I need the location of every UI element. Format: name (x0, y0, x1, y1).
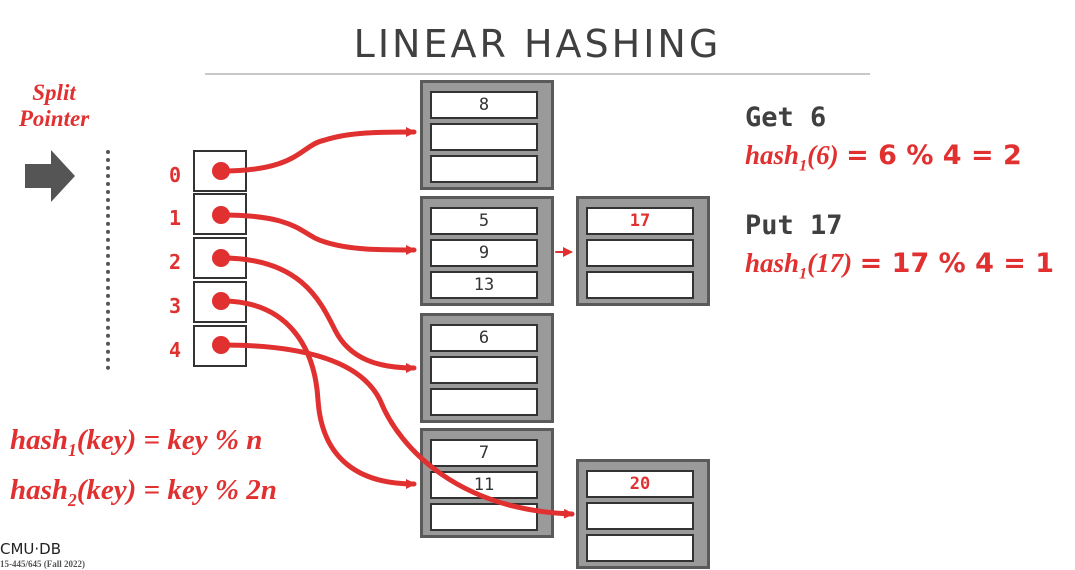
bucket-cell: 8 (430, 91, 538, 119)
split-pointer-label-line2: Pointer (18, 106, 90, 131)
op-expression-put: hash1(17) = 17 % 4 = 1 (745, 248, 1054, 283)
fn-arg: (6) (807, 140, 839, 170)
op-command-get: Get 6 (745, 102, 827, 133)
bucket-cell (586, 502, 694, 530)
page-title: LINEAR HASHING (353, 22, 722, 66)
overflow-bucket-20: 20 (576, 459, 710, 569)
bucket-cell: 9 (430, 239, 538, 267)
fn-arg: (17) (807, 248, 853, 278)
bucket-cell: 17 (586, 207, 694, 235)
bucket-cell (586, 239, 694, 267)
arrow-slot-2 (219, 255, 417, 373)
fn-sub: 1 (799, 264, 808, 283)
bucket-cell (430, 388, 538, 416)
formula-name: hash (10, 474, 69, 506)
split-pointer-arrow-icon (25, 150, 75, 202)
fn-name: hash (745, 248, 800, 278)
formula-hash1: hash1(key) = key % n (10, 424, 262, 461)
overflow-bucket-17: 17 (576, 196, 710, 306)
formula-rest: (key) = key % n (76, 424, 263, 456)
title-divider (205, 73, 870, 75)
arrow-slot-3 (219, 298, 417, 489)
fn-name: hash (745, 140, 800, 170)
bucket-cell: 5 (430, 207, 538, 235)
bucket-2: 6 (420, 313, 554, 423)
slot-index-4: 4 (168, 338, 182, 362)
bucket-cell (430, 155, 538, 183)
arrow-slot-0 (219, 127, 417, 174)
fn-sub: 1 (799, 156, 808, 175)
bucket-cell (430, 356, 538, 384)
op-expression-get: hash1(6) = 6 % 4 = 2 (745, 140, 1022, 175)
fn-rhs: = 17 % 4 = 1 (859, 248, 1055, 279)
slot-index-3: 3 (168, 294, 182, 318)
formula-hash2: hash2(key) = key % 2n (10, 474, 277, 511)
slot-index-2: 2 (168, 250, 182, 274)
split-pointer-label: Split Pointer (8, 80, 100, 132)
formula-rest: (key) = key % 2n (76, 474, 277, 506)
bucket-cell (586, 271, 694, 299)
fn-rhs: = 6 % 4 = 2 (846, 140, 1022, 171)
bucket-1: 5 9 13 (420, 196, 554, 306)
bucket-cell: 20 (586, 470, 694, 498)
cmu-db-logo: CMU·DB (0, 540, 62, 558)
formula-sub: 2 (68, 489, 77, 510)
arrow-slot-4 (219, 342, 575, 519)
bucket-0: 8 (420, 80, 554, 190)
bucket-cell (586, 534, 694, 562)
arrow-slot-1 (219, 212, 417, 255)
slot-index-0: 0 (168, 163, 182, 187)
formula-name: hash (10, 424, 69, 456)
bucket-cell: 6 (430, 324, 538, 352)
op-command-put: Put 17 (745, 210, 843, 241)
bucket-cell: 7 (430, 439, 538, 467)
formula-sub: 1 (68, 439, 77, 460)
split-pointer-label-line1: Split (32, 80, 76, 105)
bucket-3: 7 11 (420, 428, 554, 538)
bucket-cell: 13 (430, 271, 538, 299)
slot-index-1: 1 (168, 206, 182, 230)
split-pointer-dotted-line (106, 150, 110, 370)
bucket-cell (430, 123, 538, 151)
course-label: 15-445/645 (Fall 2022) (0, 559, 85, 569)
